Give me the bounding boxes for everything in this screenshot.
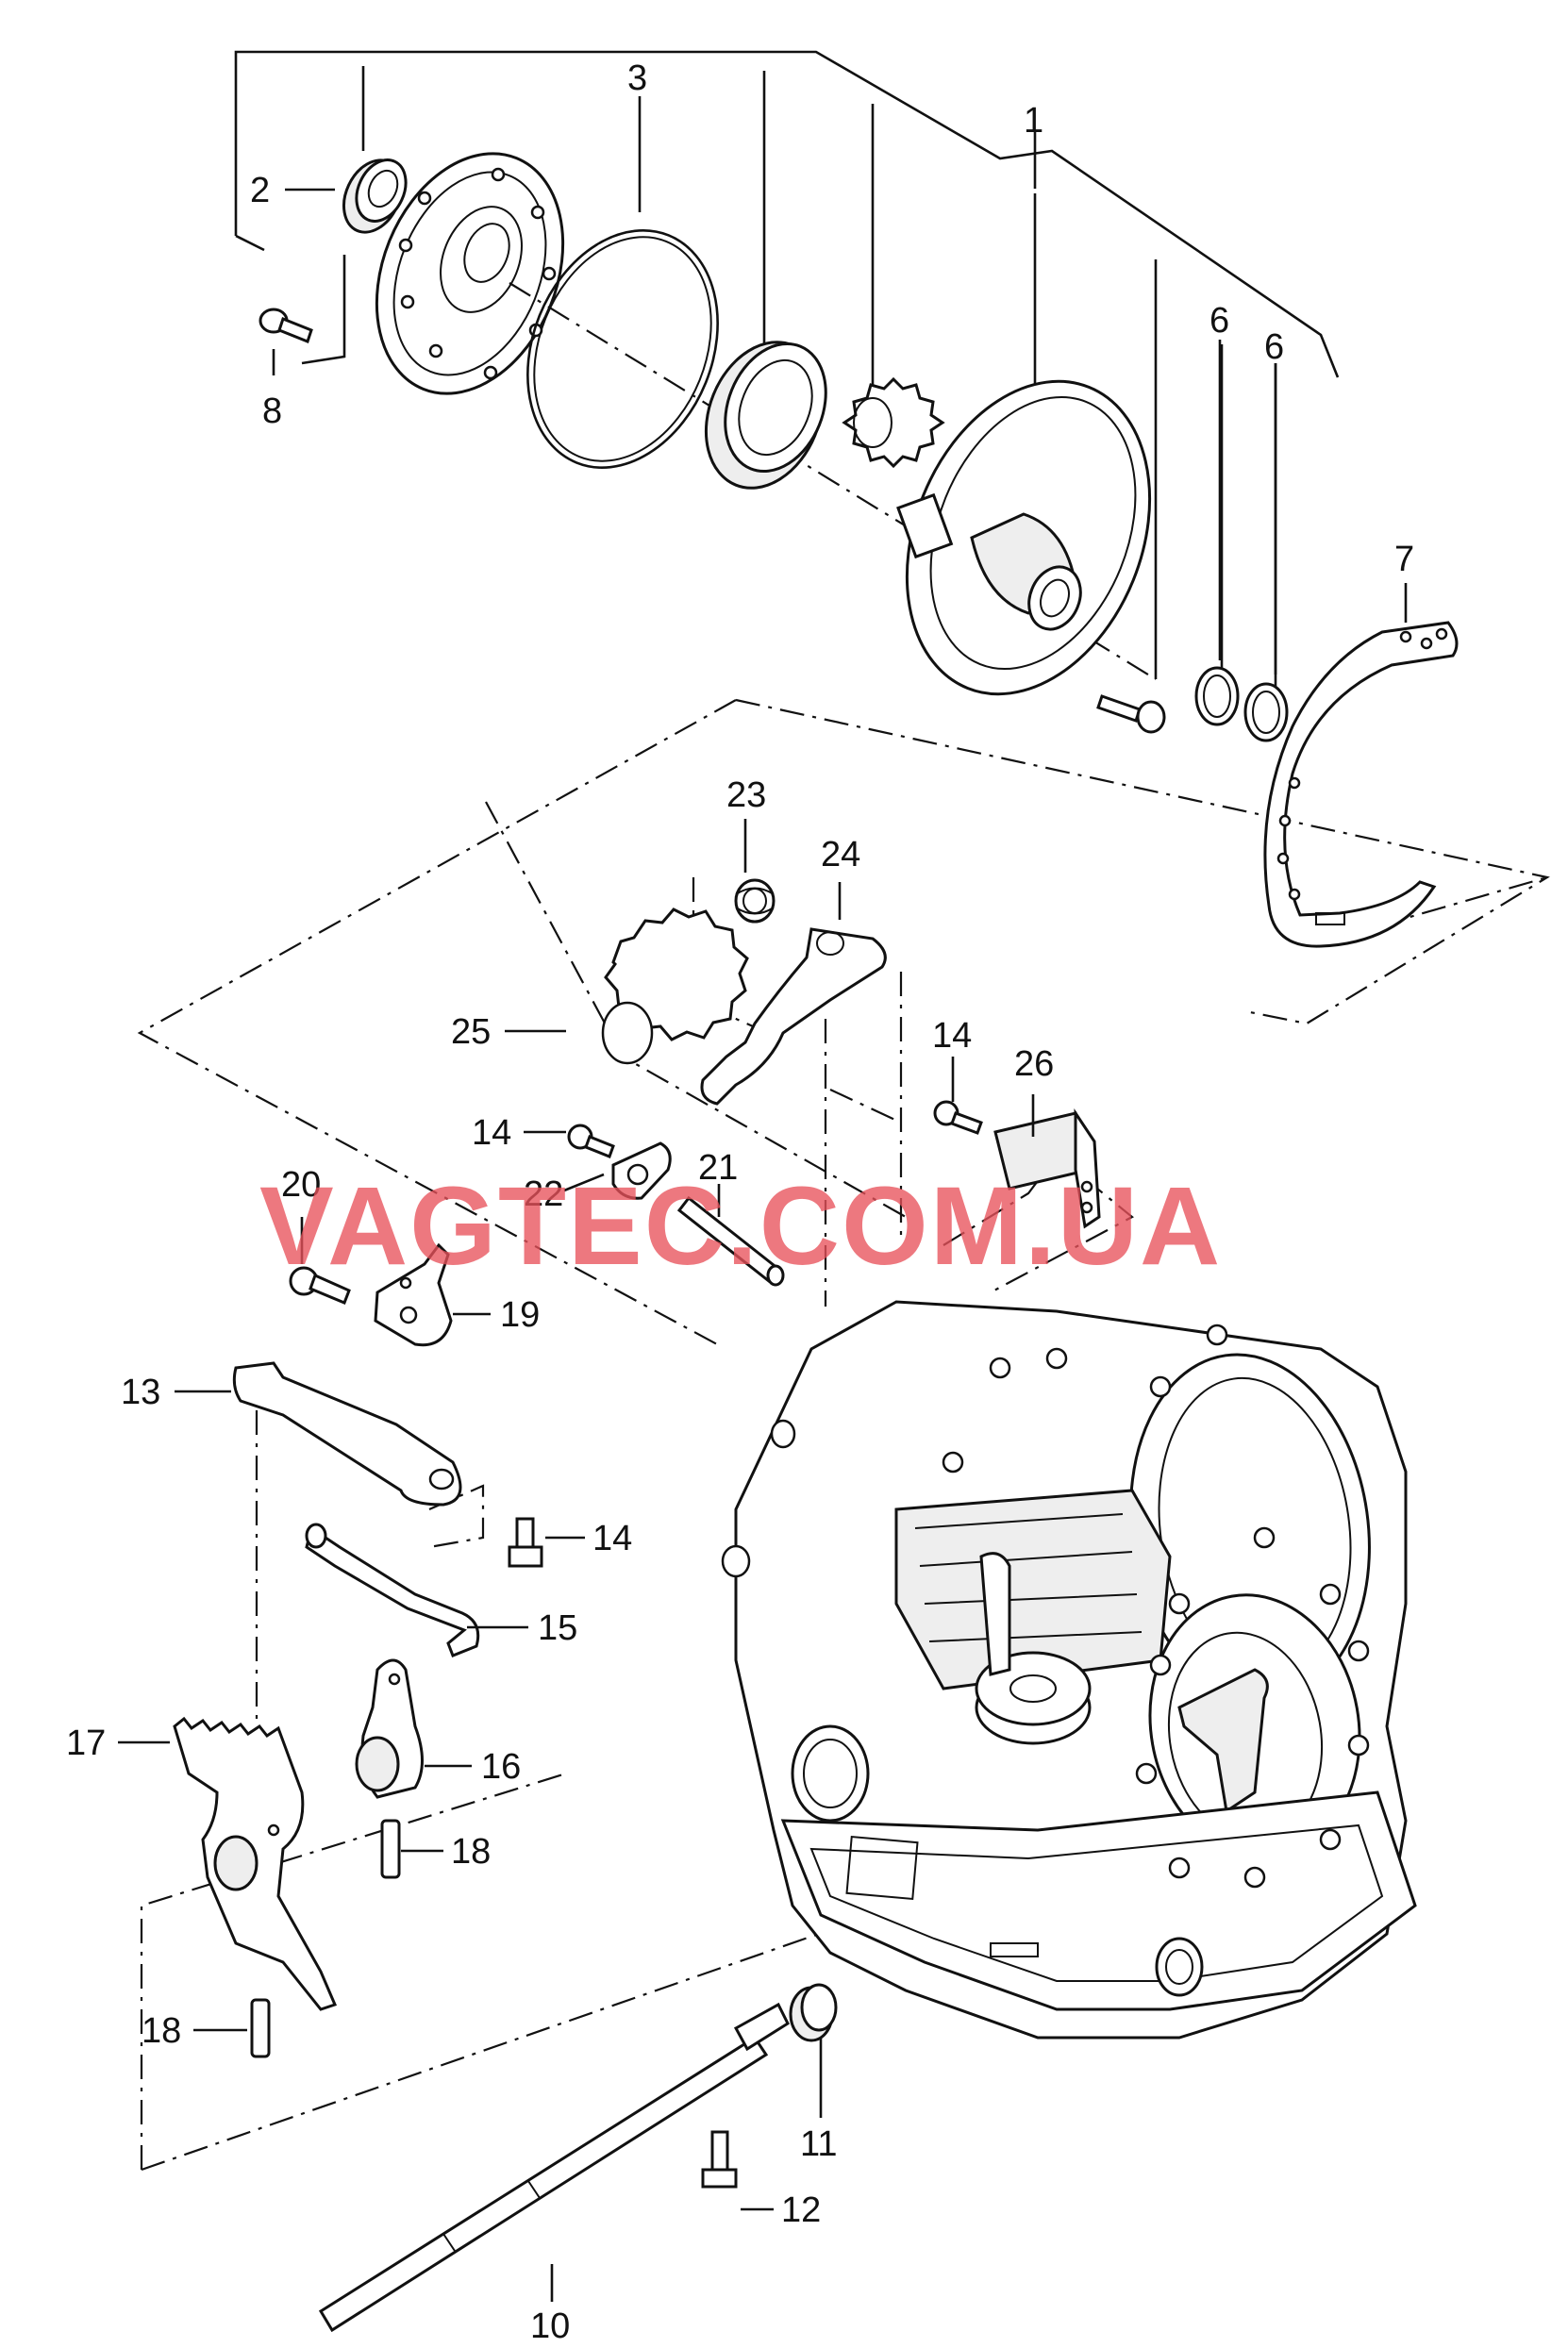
- bushing-part-11: [789, 1983, 838, 2042]
- callout-14c: 14: [592, 1519, 632, 1558]
- bolt-part-8: [259, 308, 313, 343]
- callout-labels: 1 2 3 6 6 7 8 10 11 12 13 14 14 14 15 16…: [66, 58, 1414, 2346]
- callout-14b: 14: [932, 1016, 972, 1056]
- callout-11: 11: [800, 2124, 837, 2164]
- pin-part-21: [676, 1195, 785, 1287]
- callout-20: 20: [281, 1165, 321, 1205]
- o-ring-part-3: [526, 229, 719, 469]
- bolt-part-12: [701, 2130, 738, 2189]
- callout-3: 3: [627, 58, 647, 98]
- bolt-part-14-right: [933, 1100, 983, 1135]
- callout-10: 10: [530, 2306, 570, 2346]
- plate-part-22: [611, 1141, 672, 1200]
- circlip-part-6a: [1194, 666, 1240, 726]
- callout-6a: 6: [1209, 301, 1229, 341]
- callout-15: 15: [538, 1608, 577, 1648]
- callout-13: 13: [121, 1373, 160, 1412]
- pin-part-18-b: [250, 1998, 271, 2058]
- spring-part-23: [734, 878, 776, 924]
- rod-part-15: [305, 1523, 480, 1657]
- bolt-part-20: [289, 1266, 351, 1305]
- plate-lever-part-13: [232, 1361, 462, 1507]
- callout-18a: 18: [451, 1832, 491, 1872]
- parking-pawl-part-24: [700, 927, 887, 1106]
- segment-lever-part-17: [173, 1716, 338, 2011]
- bracket-part-26: [993, 1108, 1101, 1229]
- outer-gear-ring: [704, 341, 827, 490]
- callout-7: 7: [1394, 540, 1414, 579]
- bolt-part-14-middle: [567, 1124, 615, 1158]
- parking-gear-part-25: [601, 908, 749, 1065]
- callout-19: 19: [500, 1295, 540, 1335]
- callout-17: 17: [66, 1724, 106, 1763]
- callout-2: 2: [250, 171, 270, 210]
- leader-lines: [118, 96, 1408, 2302]
- callout-25: 25: [451, 1012, 491, 1052]
- callout-6b: 6: [1264, 327, 1284, 367]
- callout-23: 23: [726, 775, 766, 815]
- selector-shaft-part-10: [318, 2002, 790, 2333]
- cover-bolt: [1096, 694, 1166, 734]
- transmission-housing: [721, 1300, 1417, 2040]
- seal-ring-part-2: [342, 158, 408, 234]
- inner-gear: [842, 376, 945, 469]
- pump-housing-plate: [375, 152, 565, 395]
- pump-cover: [896, 379, 1152, 696]
- circlip-part-6b: [1243, 682, 1289, 742]
- bolt-part-14-lower: [508, 1517, 543, 1568]
- gasket-part-7: [1263, 621, 1459, 948]
- callout-14a: 14: [472, 1113, 511, 1153]
- callout-16: 16: [481, 1747, 521, 1787]
- callout-21: 21: [698, 1148, 738, 1188]
- detent-lever-part-16: [355, 1658, 424, 1799]
- callout-24: 24: [821, 835, 860, 874]
- callout-1: 1: [1024, 101, 1043, 141]
- center-axis-line: [509, 282, 1157, 680]
- callout-22: 22: [524, 1174, 563, 1214]
- callout-8: 8: [262, 391, 282, 431]
- assembly-outline-upper: [137, 698, 1550, 1345]
- callout-18b: 18: [142, 2011, 181, 2051]
- callout-26: 26: [1014, 1044, 1054, 1084]
- lever-part-19: [374, 1242, 453, 1347]
- pin-part-18-a: [380, 1819, 401, 1879]
- watermark-text: VAGTEC.COM.UA: [259, 1164, 1222, 1289]
- callout-12: 12: [781, 2190, 821, 2230]
